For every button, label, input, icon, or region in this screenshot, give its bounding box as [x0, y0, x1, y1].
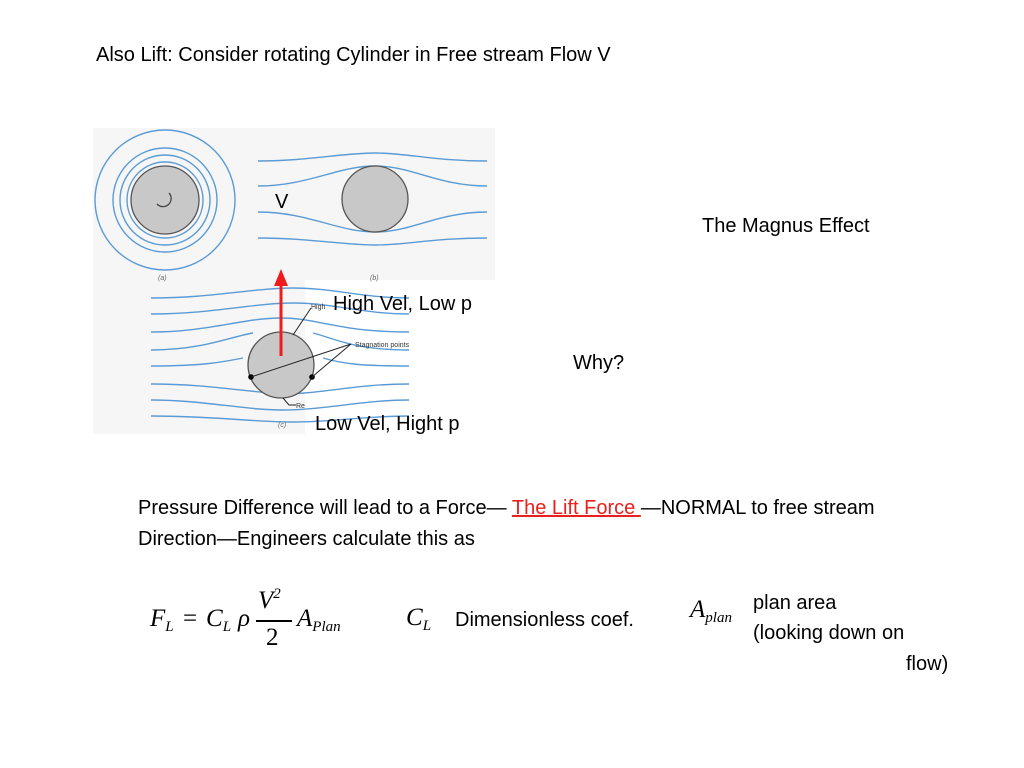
label-stagnation: Stagnation points [355, 342, 410, 349]
cylinder-b [341, 165, 409, 233]
high-vel-label: High Vel, Low p [333, 293, 472, 315]
caption-c: (c) [278, 422, 286, 429]
pressure-text-b: —NORMAL to free stream [640, 497, 875, 519]
cylinder-a [130, 165, 200, 235]
eq-C: CL [206, 605, 232, 636]
re-leader [282, 397, 296, 406]
eq-denominator: 2 [266, 624, 279, 651]
eq-fraction-bar [256, 620, 292, 622]
panel-c [150, 287, 410, 423]
lift-force-text: The Lift Force [511, 497, 641, 519]
label-high: High [311, 304, 326, 311]
pressure-line-1: Pressure Difference will lead to a Force… [138, 496, 875, 520]
lift-equation: FL = CL ρ V2 2 APlan [150, 586, 360, 656]
figure-cutout [305, 280, 495, 434]
cl-description: Dimensionless coef. [455, 609, 634, 631]
pressure-text-a: Pressure Difference will lead to a Force… [138, 497, 512, 519]
plan-area-line-3: flow) [906, 653, 949, 675]
stagnation-leader-right [311, 343, 352, 378]
aplan-symbol: Aplan [690, 596, 732, 627]
slide-title: Also Lift: Consider rotating Cylinder in… [96, 44, 611, 66]
caption-b: (b) [370, 275, 379, 282]
eq-equals: = [183, 605, 198, 632]
v-label: V [275, 191, 289, 213]
why-label: Why? [573, 352, 625, 374]
rotation-arrow-icon [156, 192, 172, 208]
high-leader [292, 307, 312, 336]
stagnation-leader-left [250, 343, 352, 378]
eq-A: APlan [297, 605, 341, 636]
eq-numerator: V2 [258, 585, 281, 615]
pressure-line-2: Direction—Engineers calculate this as [138, 528, 475, 550]
low-vel-label: Low Vel, Hight p [315, 413, 460, 435]
plan-area-line-1: plan area [753, 592, 837, 614]
plan-area-line-2: (looking down on [753, 622, 905, 644]
cl-symbol: CL [406, 604, 432, 635]
eq-rho: ρ [238, 605, 250, 632]
eq-F: FL [150, 605, 174, 636]
panel-a [94, 129, 236, 271]
label-re: Re [296, 403, 305, 410]
flow-figure: (a) (b) Stagnation points High Re (c) [93, 128, 495, 434]
lift-arrow-icon [274, 269, 288, 286]
caption-a: (a) [158, 275, 167, 282]
magnus-effect-label: The Magnus Effect [702, 215, 870, 237]
